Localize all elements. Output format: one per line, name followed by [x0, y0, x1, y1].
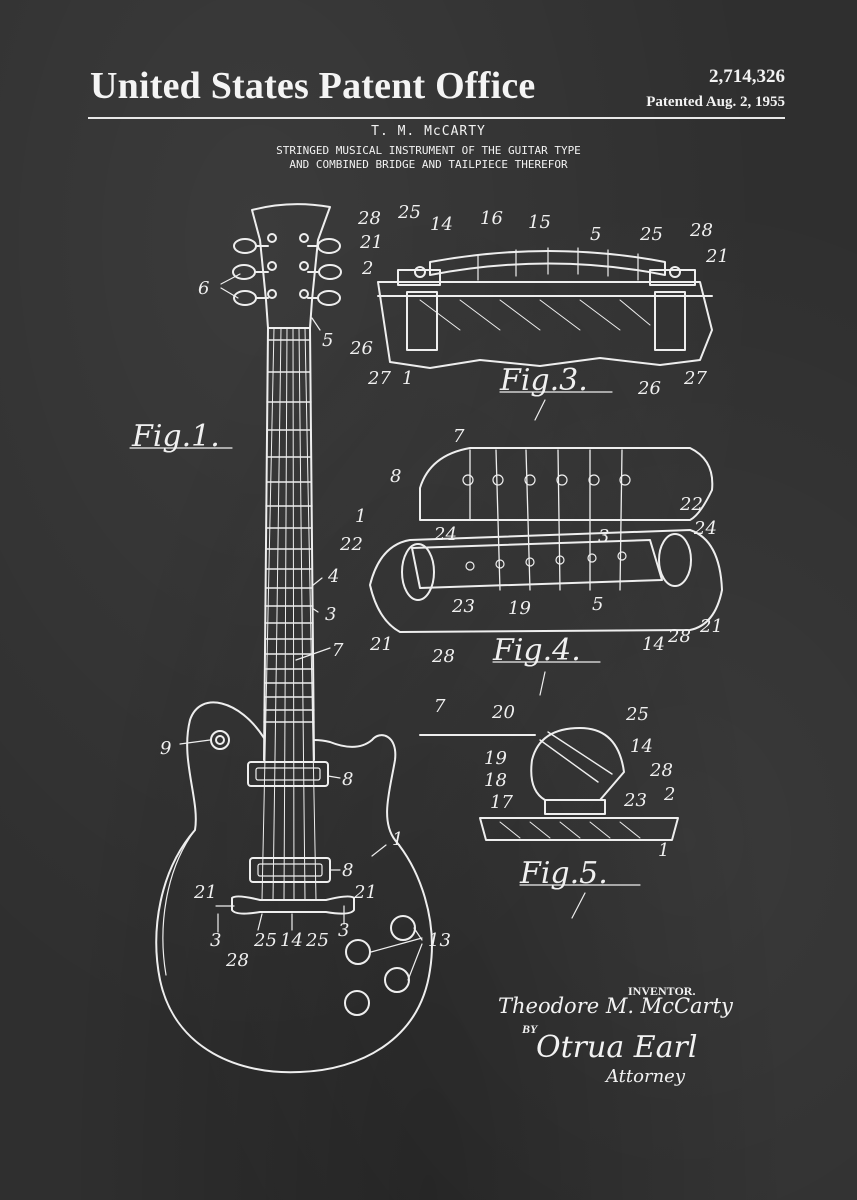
svg-text:14: 14	[630, 736, 653, 757]
svg-text:27: 27	[683, 368, 707, 389]
header-divider	[88, 117, 785, 119]
inventor-short-name: T. M. McCARTY	[371, 124, 486, 139]
svg-text:13: 13	[428, 930, 451, 951]
svg-text:21: 21	[353, 882, 377, 903]
fig5-drawing	[419, 727, 679, 919]
svg-text:25: 25	[625, 704, 649, 725]
svg-text:19: 19	[508, 598, 531, 619]
svg-text:8: 8	[390, 466, 401, 487]
svg-text:23: 23	[623, 790, 647, 811]
svg-text:25: 25	[639, 224, 663, 245]
svg-text:1: 1	[355, 506, 366, 527]
svg-text:18: 18	[484, 770, 507, 791]
patent-date: Patented Aug. 2, 1955	[646, 94, 785, 110]
svg-text:7: 7	[332, 640, 344, 661]
svg-text:14: 14	[430, 214, 453, 235]
svg-text:8: 8	[342, 860, 353, 881]
svg-text:1: 1	[392, 829, 403, 850]
svg-text:27: 27	[367, 368, 391, 389]
patent-title-line-2: AND COMBINED BRIDGE AND TAILPIECE THEREF…	[289, 158, 568, 171]
svg-text:28: 28	[649, 760, 673, 781]
svg-text:1: 1	[402, 368, 413, 389]
svg-text:25: 25	[253, 930, 277, 951]
svg-text:22: 22	[679, 494, 703, 515]
svg-text:28: 28	[667, 626, 691, 647]
svg-text:3: 3	[210, 930, 221, 951]
svg-text:7: 7	[434, 696, 446, 717]
svg-text:2: 2	[663, 784, 675, 805]
svg-text:24: 24	[433, 524, 457, 545]
svg-text:14: 14	[280, 930, 303, 951]
svg-text:4: 4	[327, 566, 339, 587]
fig3-label: Fig.3.	[499, 363, 588, 398]
svg-text:3: 3	[325, 604, 336, 625]
attorney-label: Attorney	[606, 1066, 686, 1087]
patent-title-line-1: STRINGED MUSICAL INSTRUMENT OF THE GUITA…	[276, 144, 581, 157]
svg-text:22: 22	[339, 534, 363, 555]
svg-text:5: 5	[322, 330, 333, 351]
svg-text:14: 14	[642, 634, 665, 655]
inventor-label: INVENTOR.	[628, 984, 696, 998]
svg-text:26: 26	[637, 378, 661, 399]
svg-text:3: 3	[338, 920, 349, 941]
svg-text:8: 8	[342, 769, 353, 790]
svg-text:28: 28	[689, 220, 713, 241]
fig3-drawing	[377, 247, 713, 421]
svg-text:16: 16	[480, 208, 503, 229]
svg-text:2: 2	[361, 258, 373, 279]
svg-text:21: 21	[359, 232, 383, 253]
reference-numerals: 6 5 4 3 7 9 8 8 1 21 21 3 25 14 25 3 28 …	[160, 202, 729, 971]
svg-text:3: 3	[598, 526, 609, 547]
attorney-signature: Otrua Earl	[536, 1030, 698, 1065]
fig5-label: Fig.5.	[519, 856, 608, 891]
inventor-name: Theodore M. McCarty	[498, 994, 733, 1018]
svg-text:25: 25	[397, 202, 421, 223]
svg-text:28: 28	[431, 646, 455, 667]
patent-number: 2,714,326	[709, 66, 785, 87]
guitar-drawing	[129, 203, 433, 1074]
svg-text:25: 25	[305, 930, 329, 951]
patent-title: STRINGED MUSICAL INSTRUMENT OF THE GUITA…	[0, 144, 857, 172]
svg-text:19: 19	[484, 748, 507, 769]
svg-text:1: 1	[658, 840, 669, 861]
svg-text:24: 24	[693, 518, 717, 539]
by-label: BY	[522, 1022, 538, 1036]
svg-text:6: 6	[198, 278, 209, 299]
svg-text:28: 28	[357, 208, 381, 229]
svg-text:21: 21	[369, 634, 393, 655]
svg-text:5: 5	[592, 594, 603, 615]
fig4-drawing	[369, 447, 723, 696]
office-title: United States Patent Office	[90, 65, 536, 107]
svg-text:15: 15	[528, 212, 551, 233]
fig1-label: Fig.1.	[131, 419, 220, 454]
svg-text:21: 21	[699, 616, 723, 637]
svg-text:21: 21	[193, 882, 217, 903]
svg-text:26: 26	[349, 338, 373, 359]
svg-text:5: 5	[590, 224, 601, 245]
svg-text:21: 21	[705, 246, 729, 267]
svg-text:23: 23	[451, 596, 475, 617]
fig4-label: Fig.4.	[492, 633, 581, 668]
svg-text:9: 9	[160, 738, 171, 759]
svg-text:17: 17	[490, 792, 513, 813]
svg-text:28: 28	[225, 950, 249, 971]
svg-text:7: 7	[453, 426, 465, 447]
svg-text:20: 20	[491, 702, 515, 723]
